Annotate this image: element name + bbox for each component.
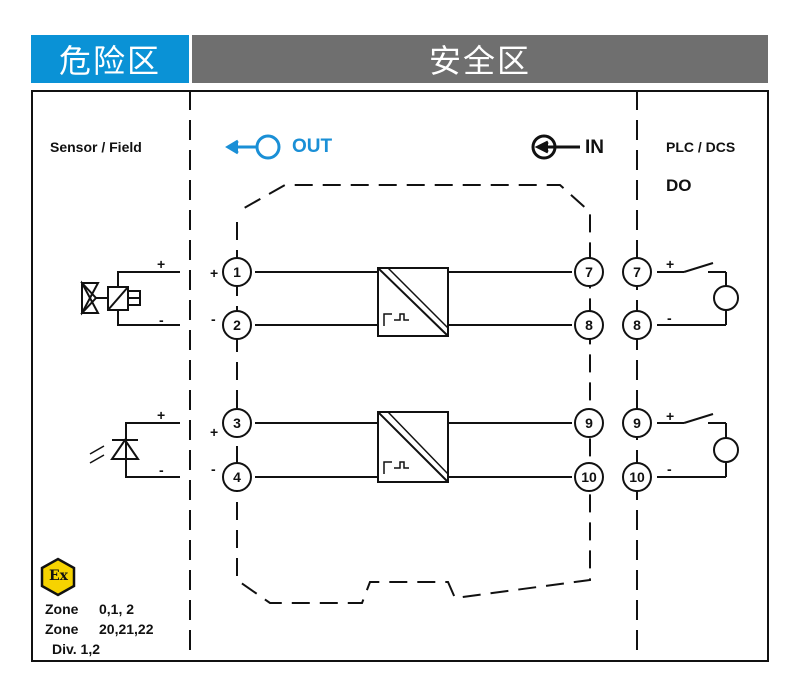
division-text: Div. 1,2	[52, 641, 100, 657]
ex-mark-icon	[40, 557, 76, 597]
output-terminal-9: 9	[574, 408, 604, 438]
input-terminal-4: 4	[222, 462, 252, 492]
field-side-title: Sensor / Field	[50, 139, 142, 155]
safe-area-header: 安全区	[192, 35, 768, 83]
plc-side-title: PLC / DCS	[666, 139, 736, 155]
field-minus-top: -	[159, 312, 164, 328]
plc-switch-load-bottom	[657, 413, 739, 478]
plc-minus-top: -	[667, 310, 672, 326]
input-plus-bottom: +	[210, 424, 219, 440]
plc-terminal-7: 7	[622, 257, 652, 287]
led-indicator-icon	[89, 422, 180, 478]
plc-minus-bottom: -	[667, 461, 672, 477]
module-outline	[236, 184, 591, 604]
output-terminal-7: 7	[574, 257, 604, 287]
input-terminal-1: 1	[222, 257, 252, 287]
zone-gas-label: Zone	[45, 601, 79, 617]
output-terminal-8: 8	[574, 310, 604, 340]
plc-plus-top: +	[666, 256, 675, 272]
input-minus-bottom: -	[211, 461, 216, 477]
plc-plus-bottom: +	[666, 408, 675, 424]
in-label: IN	[585, 137, 604, 158]
plc-side-subtitle: DO	[666, 176, 692, 195]
plc-terminal-9: 9	[622, 408, 652, 438]
solenoid-valve-icon	[80, 271, 180, 326]
field-minus-bottom: -	[159, 462, 164, 478]
field-plus-top: +	[157, 256, 166, 272]
plc-terminal-10: 10	[622, 462, 652, 492]
input-plus-top: +	[210, 265, 219, 281]
input-terminal-2: 2	[222, 310, 252, 340]
zone-dust-value: 20,21,22	[99, 621, 154, 637]
ex-mark-text: Ex	[49, 568, 69, 584]
plc-terminal-8: 8	[622, 310, 652, 340]
hazardous-area-header: 危险区	[31, 35, 189, 83]
plc-switch-load-top	[657, 262, 739, 326]
zone-dust-label: Zone	[45, 621, 79, 637]
field-plus-bottom: +	[157, 407, 166, 423]
converter-block-top	[377, 267, 449, 337]
zone-dust-row: Zone 20,21,22	[45, 621, 154, 637]
zone-gas-value: 0,1, 2	[99, 601, 135, 617]
input-minus-top: -	[211, 311, 216, 327]
out-label: OUT	[292, 136, 333, 157]
output-terminal-10: 10	[574, 462, 604, 492]
out-arrow-icon	[225, 134, 281, 160]
input-terminal-3: 3	[222, 408, 252, 438]
converter-block-bottom	[377, 411, 449, 483]
zone-gas-row: Zone 0,1, 2	[45, 601, 134, 617]
diagram-frame	[31, 90, 769, 662]
in-arrow-icon	[531, 134, 580, 160]
